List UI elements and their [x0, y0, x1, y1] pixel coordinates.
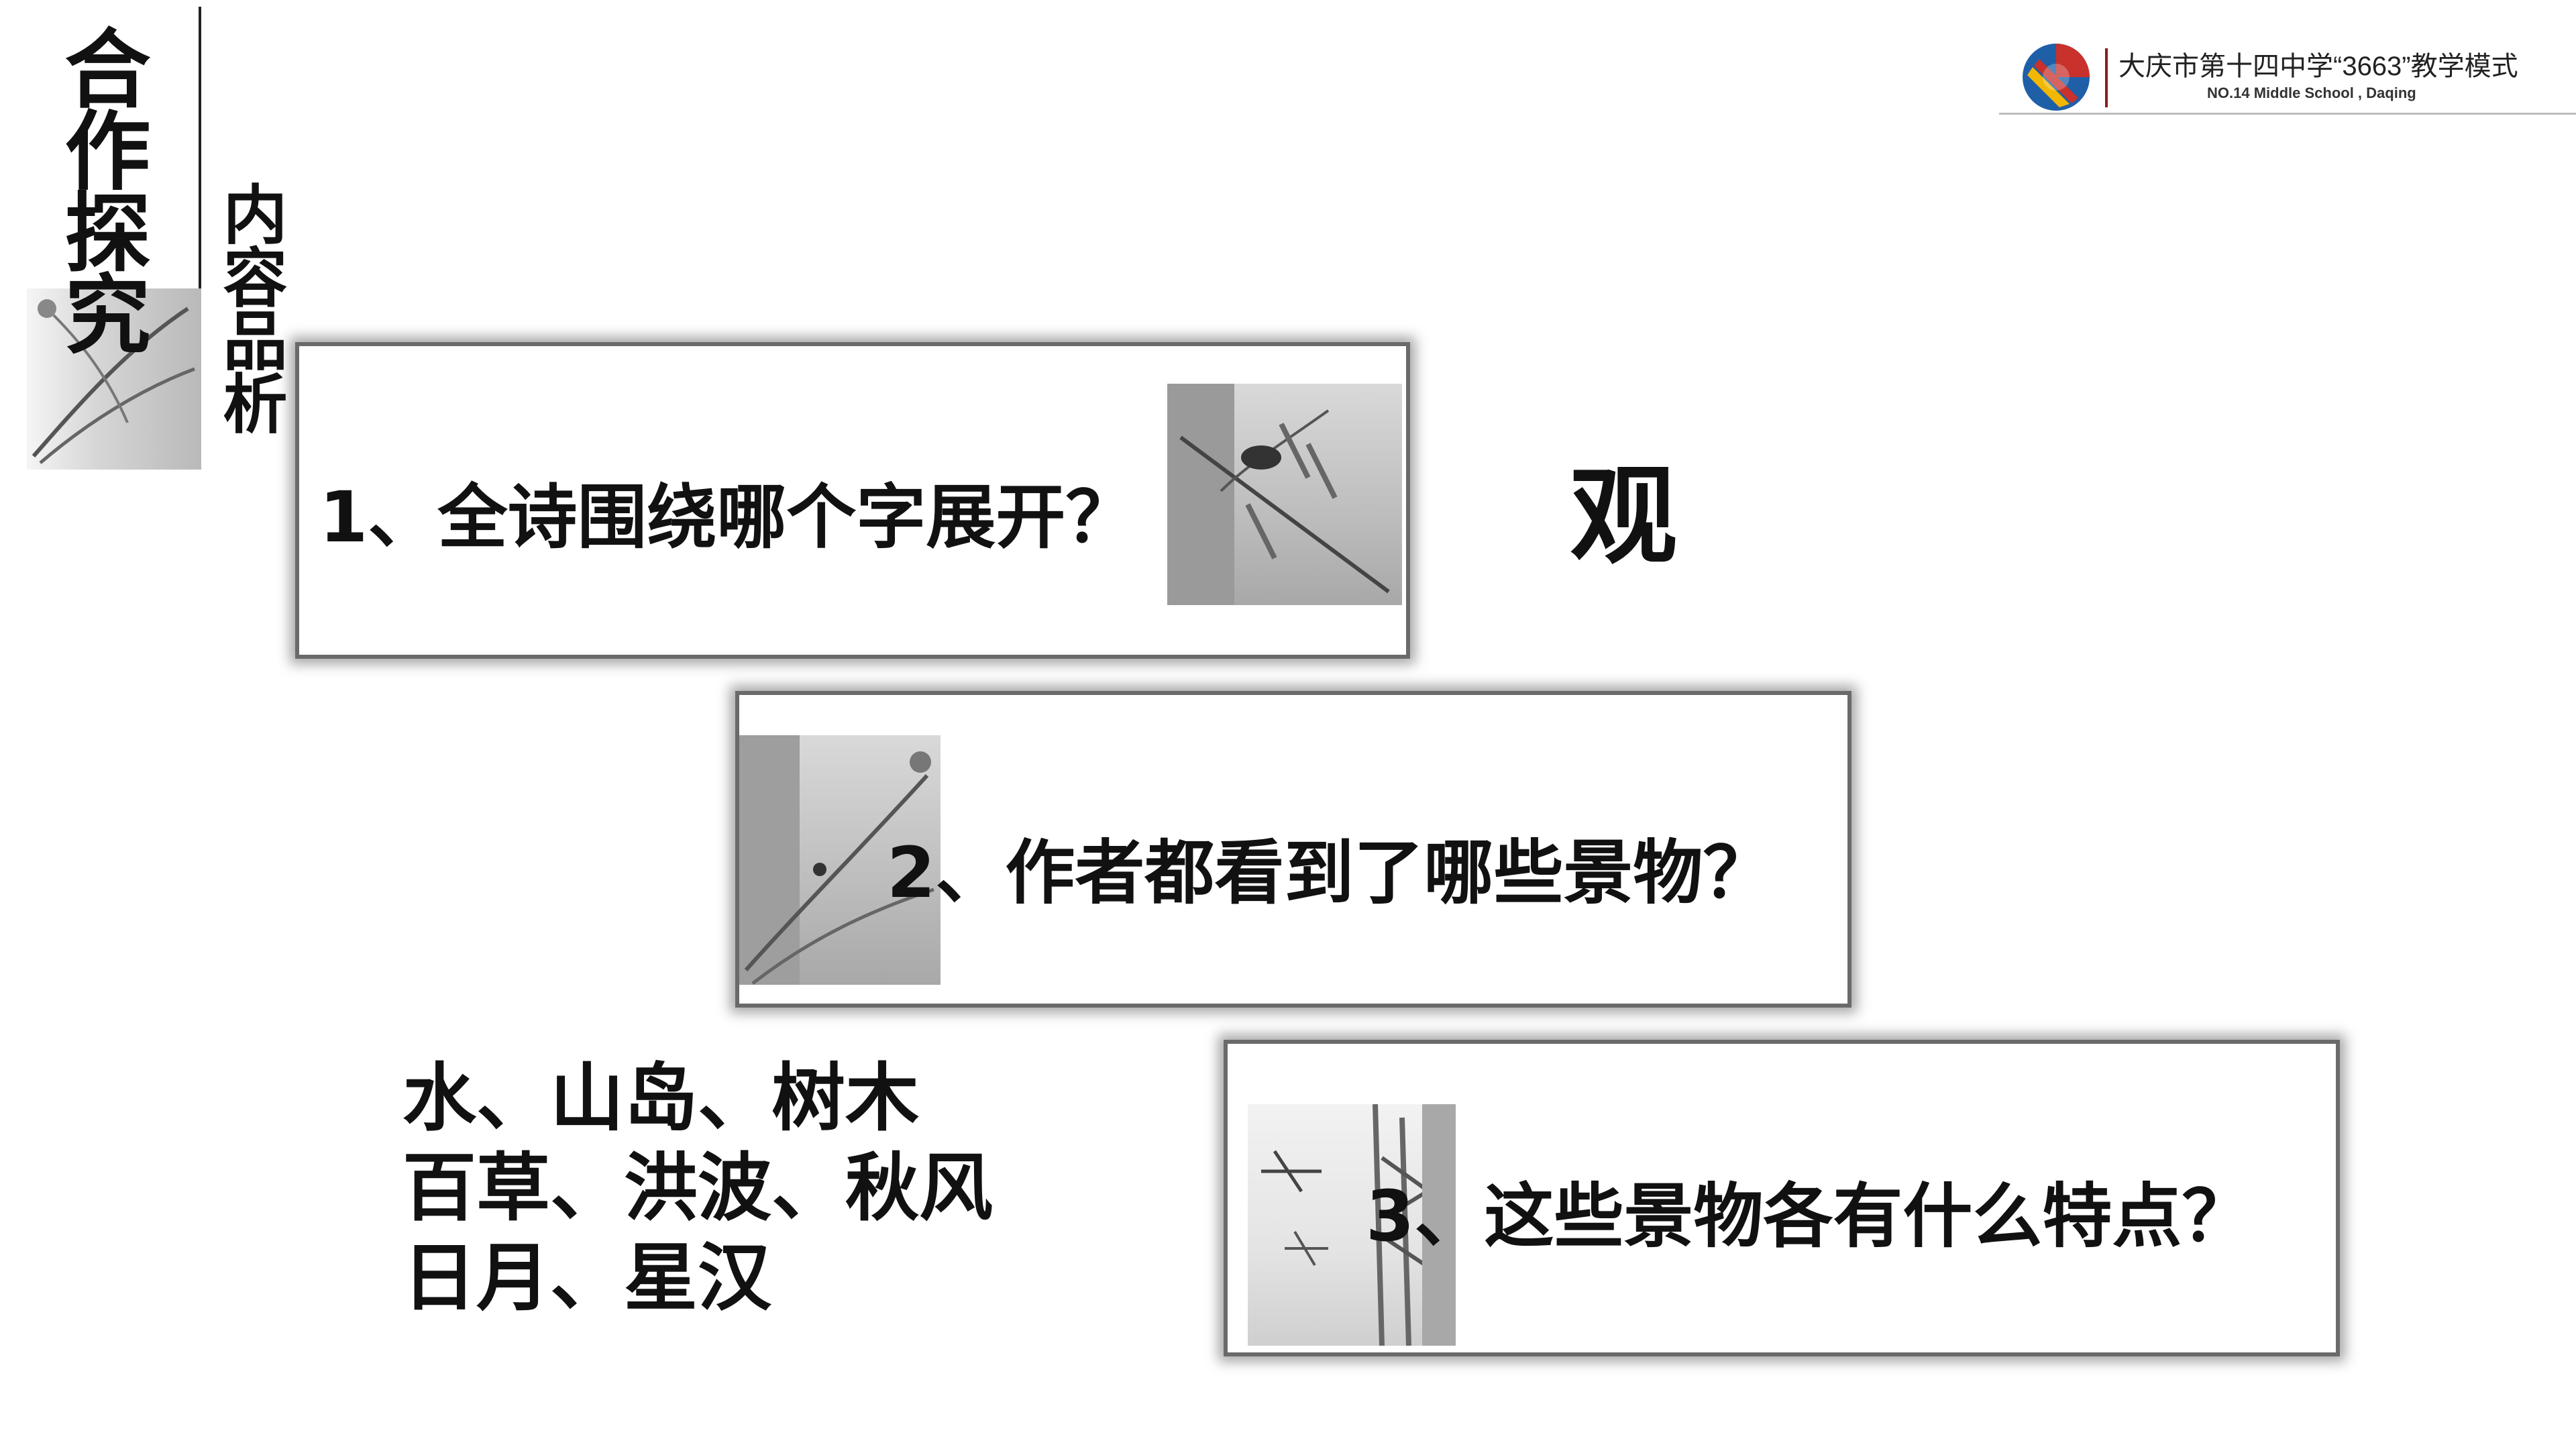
- question-card-2: 2、作者都看到了哪些景物？: [735, 691, 1851, 1008]
- answer-2-list: 水、山岛、树木 百草、洪波、秋风 日月、星汉: [402, 1053, 993, 1323]
- school-logo: 大庆市第十四中学“3663”教学模式 NO.14 Middle School ,…: [1999, 34, 2576, 121]
- decorative-orchid-painting: [27, 288, 201, 470]
- question-1-text: 1、全诗围绕哪个字展开？: [319, 476, 1136, 558]
- title-divider: [199, 7, 201, 436]
- bamboo-dragonfly-painting: [1248, 1104, 1456, 1346]
- section-title: 合作探究: [50, 24, 150, 352]
- question-2-text: 2、作者都看到了哪些景物？: [887, 832, 1773, 914]
- question-card-1: 1、全诗围绕哪个字展开？: [295, 342, 1410, 659]
- school-emblem-icon: [2023, 44, 2090, 111]
- answer-2-line: 百草、洪波、秋风: [402, 1145, 993, 1231]
- answer-1-text: 观: [1570, 453, 1678, 579]
- bird-on-branch-painting: [1167, 384, 1402, 605]
- school-name-cn: 大庆市第十四中学“3663”教学模式: [2118, 52, 2518, 81]
- question-3-text: 3、这些景物各有什么特点？: [1366, 1175, 2252, 1257]
- orchid-painting: [739, 735, 941, 985]
- logo-underline: [1999, 113, 2576, 115]
- section-subtitle: 内容品析: [212, 181, 287, 433]
- answer-2-line: 水、山岛、树木: [402, 1055, 919, 1141]
- logo-separator: [2105, 48, 2108, 107]
- question-card-3: 3、这些景物各有什么特点？: [1224, 1040, 2340, 1356]
- school-name-en: NO.14 Middle School , Daqing: [2207, 85, 2416, 101]
- answer-2-line: 日月、星汉: [402, 1235, 771, 1321]
